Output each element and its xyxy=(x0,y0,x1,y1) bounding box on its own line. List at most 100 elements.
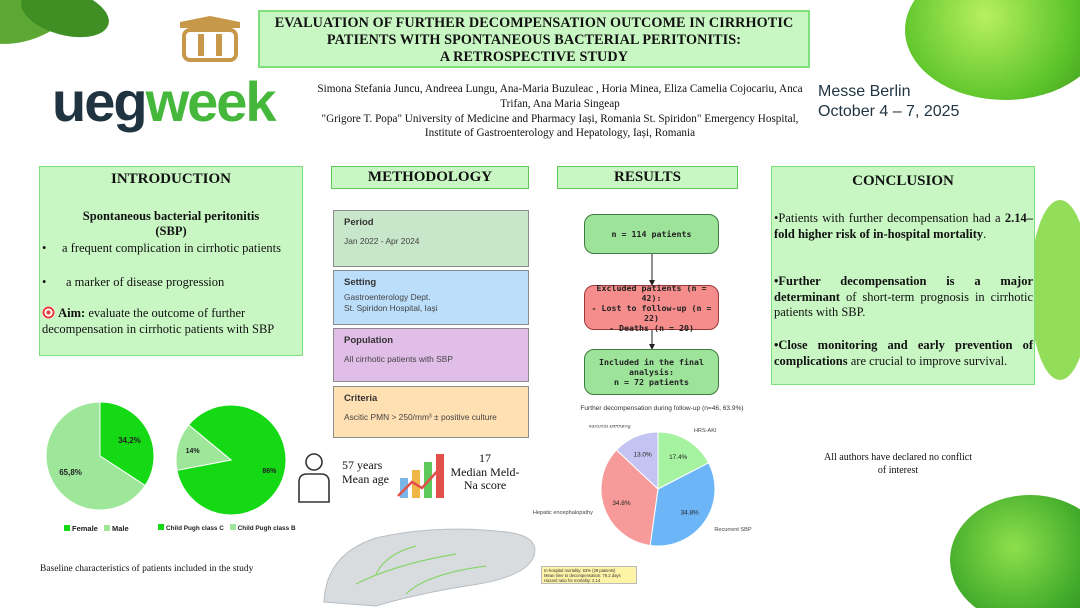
summary-mortality: In-hospital mortality: 63% (29 patients) xyxy=(544,568,616,573)
flow-included-line-2: n = 72 patients xyxy=(614,377,689,387)
flow-box-excluded: Excluded patients (n = 42): - Lost to fo… xyxy=(584,282,719,333)
poster-title: EVALUATION OF FURTHER DECOMPENSATION OUT… xyxy=(258,10,810,68)
ueg-week-logo: uegweek xyxy=(52,74,277,130)
sex-pie-value-label-1: 65,8% xyxy=(59,468,82,477)
method-card-criteria: Criteria Ascitic PMN > 250/mm³ ± positiv… xyxy=(333,386,529,438)
introduction-panel: INTRODUCTION Spontaneous bacterial perit… xyxy=(39,166,303,356)
liver-illustration xyxy=(323,528,536,607)
introduction-bullet-2: a marker of disease progression xyxy=(66,275,225,289)
decomp-pie-value-label-2: 34.8% xyxy=(612,500,630,507)
meld-label-1: Median Meld- xyxy=(450,464,520,479)
method-card-desc-2: St. Spiridon Hospital, Iași xyxy=(344,303,438,313)
method-card-desc: All cirrhotic patients with SBP xyxy=(344,354,453,364)
conflict-line-2: of interest xyxy=(877,464,919,476)
ueg-pillar-icon xyxy=(180,16,240,62)
decomp-pie-category-label-2: Hepatic encephalopathy xyxy=(533,510,593,516)
conclusion-point-2-bold: •Further decompensation is a major deter… xyxy=(774,274,1033,304)
decomp-pie-category-label-1: Recurrent SBP xyxy=(714,527,752,533)
child-pugh-pie-value-label-0: 86% xyxy=(262,468,277,475)
conclusion-point-3: •Close monitoring and early prevention o… xyxy=(774,338,1033,369)
child-pugh-pie-chart: 86% 14% xyxy=(175,404,287,516)
venue-place: Messe Berlin xyxy=(818,83,911,100)
method-card-desc: Jan 2022 - Apr 2024 xyxy=(344,236,420,246)
method-card-title: Period xyxy=(344,217,374,228)
conclusion-heading: CONCLUSION xyxy=(852,173,954,189)
method-card-desc: Ascitic PMN > 250/mm³ ± positive culture xyxy=(344,412,497,422)
conclusion-point-1-end: . xyxy=(983,226,987,241)
introduction-bullet-1-mark: • xyxy=(42,241,47,255)
child-pugh-legend: Child Pugh class C Child Pugh class B xyxy=(158,524,296,532)
aim-statement: Aim: evaluate the outcome of further dec… xyxy=(42,305,304,337)
introduction-bullet-2-mark: • xyxy=(42,275,47,289)
decomp-pie-value-label-1: 34.8% xyxy=(681,509,699,516)
introduction-subtitle-line-1: Spontaneous bacterial peritonitis xyxy=(82,209,260,223)
method-card-title: Criteria xyxy=(344,393,378,404)
legend-class-c: Child Pugh class C xyxy=(166,525,224,532)
sex-pie-slice-1 xyxy=(45,401,146,511)
authors-line-2: Trifan, Ana Maria Singeap xyxy=(500,97,620,110)
child-pugh-pie-slice-1 xyxy=(175,424,233,471)
legend-swatch-class-c xyxy=(158,524,164,530)
results-heading: RESULTS xyxy=(557,166,738,189)
conflict-line-1: All authors have declared no conflict xyxy=(824,452,972,463)
method-card-title: Setting xyxy=(344,277,377,288)
meld-stat: 17 Median Meld- Na score xyxy=(450,451,520,493)
title-line-2: PATIENTS WITH SPONTANEOUS BACTERIAL PERI… xyxy=(326,32,742,48)
decompensation-pie-chart: 17.4% HRS-AKI 34.8% Recurrent SBP 34.8% Hepat… xyxy=(533,425,752,547)
venue-dates: October 4 – 7, 2025 xyxy=(818,103,960,120)
introduction-subtitle-line-2: (SBP) xyxy=(155,224,187,238)
conclusion-point-1-bold: 2.14–fold higher risk of in-hospital mor… xyxy=(774,211,1033,241)
flow-excluded-line-3: - Deaths (n = 20) xyxy=(609,322,694,333)
introduction-bullet-1: a frequent complication in cirrhotic pat… xyxy=(62,241,282,255)
legend-female: Female xyxy=(72,524,98,533)
legend-swatch-female xyxy=(64,525,70,531)
method-card-population: Population All cirrhotic patients with S… xyxy=(333,328,529,382)
sex-pie-value-label-0: 34,2% xyxy=(118,436,141,445)
mean-age-label: Mean age xyxy=(342,472,389,486)
authors-line-1: Simona Stefania Juncu, Andreea Lungu, An… xyxy=(317,83,803,95)
conclusion-panel: CONCLUSION •Patients with further decomp… xyxy=(771,166,1035,385)
venue-block: Messe Berlin October 4 – 7, 2025 xyxy=(818,82,959,122)
decomp-pie-slice-1 xyxy=(649,462,716,547)
title-line-1: EVALUATION OF FURTHER DECOMPENSATION OUT… xyxy=(274,15,794,31)
legend-class-b: Child Pugh class B xyxy=(237,525,296,532)
title-line-3: A RETROSPECTIVE STUDY xyxy=(439,49,629,65)
conclusion-point-3-text: are crucial to improve survival. xyxy=(847,353,1008,368)
decomp-pie-category-label-0: HRS-AKI xyxy=(694,428,717,434)
summary-hazard: Hazard ratio for mortality: 2.14 xyxy=(544,578,601,584)
bar-chart-icon xyxy=(397,454,444,498)
summary-time: Mean time to decompensation: 79.2 days xyxy=(544,573,621,579)
mean-age-stat: 57 years Mean age xyxy=(342,458,389,486)
affiliation-line-2: Institute of Gastroenterology and Hepato… xyxy=(424,127,696,140)
logo-ueg: ueg xyxy=(52,70,148,133)
introduction-heading: INTRODUCTION xyxy=(110,171,231,187)
flow-excluded-line-2: - Lost to follow-up (n = 22) xyxy=(591,302,712,323)
legend-swatch-male xyxy=(103,525,110,531)
method-card-desc: Gastroenterology Dept. xyxy=(344,292,431,302)
decor-leaf-bottom-right xyxy=(950,495,1080,608)
decor-leaf-right xyxy=(1030,200,1080,380)
flow-included-line-1: Included in the final analysis: xyxy=(599,357,704,377)
conclusion-point-3-bold: •Close monitoring and early prevention o… xyxy=(774,338,1033,368)
affiliation-line-1: "Grigore T. Popa" University of Medicine… xyxy=(321,112,799,125)
conclusion-point-1: •Patients with further decompensation ha… xyxy=(774,211,1033,242)
decomp-pie-slice-2 xyxy=(600,449,659,547)
baseline-caption: Baseline characteristics of patients inc… xyxy=(40,564,254,574)
meld-label-2: Na score xyxy=(463,478,507,492)
decomp-pie-value-label-0: 17.4% xyxy=(669,454,687,461)
person-icon xyxy=(298,453,330,503)
method-card-period: Period Jan 2022 - Apr 2024 xyxy=(333,210,529,267)
decomp-pie-value-label-3: 13.0% xyxy=(634,451,652,458)
methodology-heading: METHODOLOGY xyxy=(331,166,529,189)
flow-box-included: Included in the final analysis: n = 72 p… xyxy=(584,349,719,395)
flow-box-total: n = 114 patients xyxy=(584,214,719,254)
legend-swatch-class-b xyxy=(229,524,236,530)
meld-value: 17 xyxy=(479,451,491,465)
aim-text: evaluate the outcome of further decompen… xyxy=(42,306,275,336)
sex-pie-chart: 34,2% 65,8% xyxy=(45,401,155,511)
sex-legend: Female Male xyxy=(64,524,129,533)
introduction-subtitle: Spontaneous bacterial peritonitis (SBP) xyxy=(40,209,302,239)
conclusion-point-1-text: •Patients with further decompensation ha… xyxy=(774,211,1005,225)
child-pugh-pie-value-label-1: 14% xyxy=(186,448,201,455)
flow-excluded-line-1: Excluded patients (n = 42): xyxy=(596,282,707,303)
